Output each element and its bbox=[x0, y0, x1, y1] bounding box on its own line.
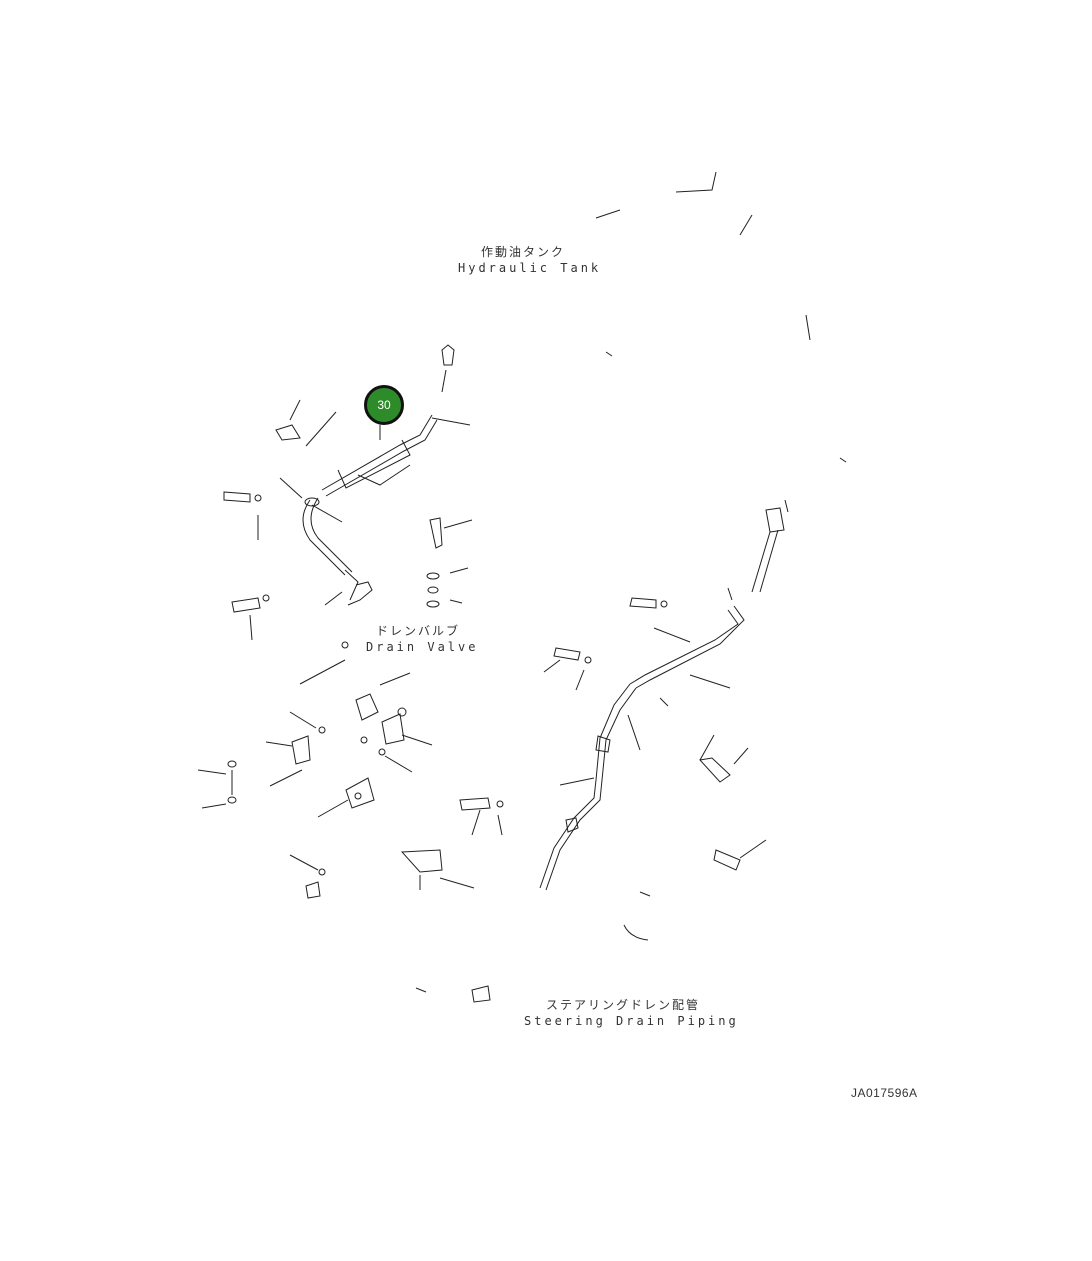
steering-drain-label-jp: ステアリングドレン配管 bbox=[546, 998, 701, 1012]
callout-number: 30 bbox=[377, 398, 391, 412]
bolt-group-upper-left bbox=[223, 399, 337, 641]
steering-drain-label: Steering Drain Piping bbox=[524, 1014, 739, 1028]
drain-valve-label: Drain Valve bbox=[366, 640, 479, 654]
part-30-callout[interactable]: 30 bbox=[364, 385, 404, 425]
drain-valve-cluster bbox=[197, 517, 473, 899]
upper-drain-tube bbox=[321, 344, 471, 497]
lower-fittings bbox=[400, 797, 504, 1003]
drain-valve-label-jp: ドレンバルブ bbox=[376, 624, 461, 638]
hydraulic-tank-label-jp: 作動油タンク bbox=[481, 245, 566, 259]
bent-drain-tube bbox=[279, 477, 373, 606]
hydraulic-tank-label: Hydraulic Tank bbox=[458, 261, 602, 275]
hydraulic-tank-outline bbox=[595, 171, 847, 463]
drawing-id: JA017596A bbox=[851, 1086, 918, 1100]
steering-drain-tube bbox=[539, 499, 789, 941]
